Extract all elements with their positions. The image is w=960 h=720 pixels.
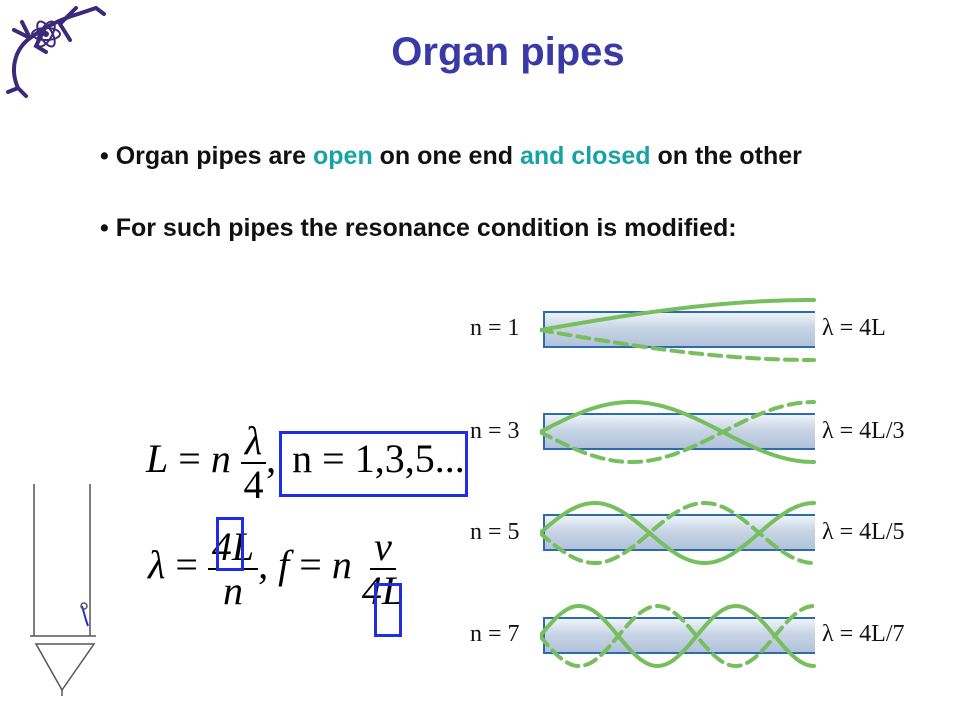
eq-denominator: n [223,568,244,613]
eq-symbol-f: , f [258,542,290,588]
pipe-tube-n1 [543,311,815,348]
bullet-list: • Organ pipes are open on one end and cl… [100,138,930,282]
standing-wave-n5-dashed [540,501,816,565]
condition-highlight-box [279,431,468,497]
standing-waves [540,298,816,669]
eq-symbol-n: n [210,436,231,482]
equation-length: L = n λ 4 , n = 1,3,5... [146,420,465,506]
eq-symbol-L: L [146,436,169,482]
standing-wave-n7-dashed [540,604,816,669]
eq-denominator: 4L [361,568,405,613]
eq-symbol-lambda: λ [148,542,166,588]
eq-comma: , [266,436,277,482]
standing-wave-n1-dashed [540,328,816,362]
mode-label-n3: n = 3 [470,418,520,444]
equation-wavelength-frequency: λ = 4L n , f = n v 4L [148,526,404,612]
eq-numerator: λ [240,420,267,464]
mode-label-n1: n = 1 [470,315,520,341]
mode-label-n7: n = 7 [470,621,520,647]
standing-wave-n3-solid [540,400,816,464]
standing-wave-n7-solid [540,603,816,668]
four-highlight-box-right [374,583,402,637]
eq-equals: = [175,542,198,588]
bullet-text: on the other [650,142,802,170]
pipe-tube-n3 [543,413,815,450]
eq-numerator: v [370,526,396,570]
bullet-text: on one end [372,142,520,170]
page-title: Organ pipes [391,30,625,74]
wavelength-label-n5: λ = 4L/5 [822,519,905,545]
wavelength-label-n7: λ = 4L/7 [822,621,905,647]
eq-fraction-lambda-4: λ 4 [240,420,267,507]
eq-condition: n = 1,3,5... [292,436,465,482]
eq-equals: = [178,436,201,482]
bullet-text: For such pipes the resonance condition i… [115,214,737,242]
pipe-tube-n5 [543,514,815,551]
eq-equals: = [299,542,322,588]
mode-label-n5: n = 5 [470,519,520,545]
lizard-atom-logo [6,5,106,98]
wavelength-label-n1: λ = 4L [822,315,886,341]
four-highlight-box-left [216,517,244,571]
open-highlight: open [313,142,373,170]
standing-wave-n5-solid [540,501,816,565]
eq-fraction-v-4L: v 4L [362,526,404,612]
eq-denominator: 4 [243,462,264,507]
closed-highlight: and closed [519,142,651,170]
bullet-open-closed: • Organ pipes are open on one end and cl… [100,142,802,170]
bullet-resonance: • For such pipes the resonance condition… [100,214,737,242]
organ-pipe-sketch [30,484,96,696]
standing-wave-n3-dashed [540,400,816,464]
bullet-text: Organ pipes are [115,142,313,170]
standing-wave-n1-solid [540,298,816,332]
eq-symbol-n: n [331,542,352,588]
wavelength-label-n3: λ = 4L/3 [822,418,905,444]
